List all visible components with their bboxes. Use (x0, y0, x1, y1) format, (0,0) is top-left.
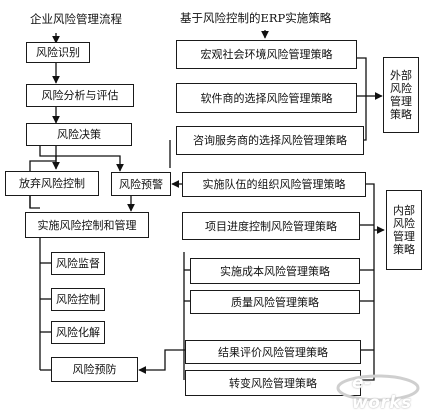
box-monitor: 风险监督 (51, 252, 105, 275)
box-external: 外部风险管理策略 (383, 57, 419, 133)
watermark-text: e-works (352, 373, 412, 413)
eworks-logo (336, 374, 420, 402)
box-cost: 实施成本风险管理策略 (190, 258, 360, 284)
box-decide: 风险决策 (26, 123, 132, 146)
left-title: 企业风险管理流程 (30, 12, 122, 26)
box-evaluation: 结果评价风险管理策略 (185, 340, 361, 364)
box-analyze: 风险分析与评估 (26, 84, 134, 107)
box-control: 风险控制 (51, 288, 105, 311)
box-vendor: 软件商的选择风险管理策略 (176, 83, 357, 113)
box-team: 实施队伍的组织风险管理策略 (182, 172, 366, 197)
line-decide-to-implement (29, 156, 57, 209)
box-identify: 风险识别 (26, 42, 90, 63)
box-implement: 实施风险控制和管理 (25, 212, 149, 238)
box-abandon: 放弃风险控制 (5, 171, 99, 196)
box-progress: 项目进度控制风险管理策略 (182, 212, 360, 240)
box-transition: 转变风险管理策略 (185, 370, 361, 396)
box-internal: 内部风险管理策略 (386, 190, 422, 270)
arrow-evaluation-to-prevent (138, 349, 190, 374)
right-title: 基于风险控制的ERP实施策略 (180, 11, 332, 25)
box-quality: 质量风险管理策略 (190, 290, 360, 314)
box-macro: 宏观社会环境风险管理策略 (176, 40, 357, 69)
box-resolve: 风险化解 (51, 321, 105, 344)
box-prevent: 风险预防 (51, 357, 138, 382)
box-warning: 风险预警 (111, 172, 171, 196)
internal-bracket (362, 183, 375, 381)
box-consult: 咨询服务商的选择风险管理策略 (176, 126, 364, 155)
arrow-decide-to-warning (39, 146, 124, 172)
